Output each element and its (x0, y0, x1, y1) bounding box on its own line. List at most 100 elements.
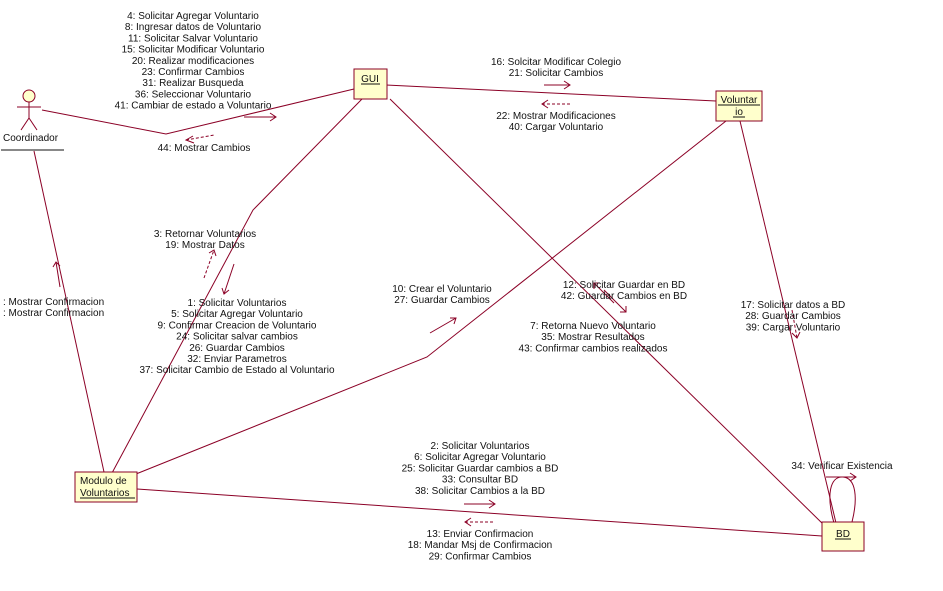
arrowhead-gui-mod-down (221, 287, 230, 295)
message-label: 39: Cargar Voluntario (746, 322, 841, 333)
link-modulo-voluntario (135, 120, 727, 475)
message-label: 8: Ingresar datos de Voluntario (125, 22, 262, 33)
message-label: 36: Seleccionar Voluntario (135, 89, 252, 100)
arrow-gui-bd (603, 289, 627, 313)
message-label: 4: Solicitar Agregar Voluntario (127, 11, 259, 22)
arrow-mod-vol (429, 317, 457, 334)
message-label: 44: Mostrar Cambios (158, 143, 251, 154)
msg-group-bd-self: 34: Verificar Existencia (791, 461, 893, 472)
arrow-gui-mod-down (223, 263, 235, 295)
message-label: 32: Enviar Parametros (187, 354, 287, 365)
message-label: 29: Confirmar Cambios (429, 551, 532, 562)
message-label: 34: Verificar Existencia (791, 461, 893, 472)
modulo-label-line2: Voluntarios (80, 488, 129, 499)
message-label: 10: Crear el Voluntario (392, 284, 492, 295)
message-label: 28: Guardar Cambios (745, 311, 841, 322)
actor-left-leg (20, 117, 30, 131)
actor-head (22, 89, 36, 103)
arrowhead-vol-bd (791, 331, 801, 339)
message-label: 41: Cambiar de estado a Voluntario (115, 101, 272, 112)
arrowhead-gui-coord (184, 135, 195, 144)
message-label: 26: Guardar Cambios (189, 343, 285, 354)
message-label: 5: Solicitar Agregar Voluntario (171, 309, 303, 320)
object-voluntario[interactable]: Voluntar io (715, 90, 763, 122)
voluntario-label-line2: io (735, 107, 743, 118)
arrow-mod-gui-up (203, 249, 215, 279)
message-label: 13: Enviar Confirmacion (427, 529, 534, 540)
message-label: 24: Solicitar salvar cambios (176, 332, 298, 343)
arrowhead-mod-vol (450, 317, 457, 325)
message-label: 37: Solicitar Cambio de Estado al Volunt… (139, 365, 335, 376)
message-label: 21: Solicitar Cambios (509, 68, 603, 79)
actor-coordinador: Coordinador (1, 89, 64, 151)
link-coordinador-modulo (33, 150, 105, 473)
link-coordinador-gui (41, 88, 355, 135)
message-label: 38: Solicitar Cambios a la BD (415, 486, 545, 497)
modulo-label-line1: Modulo de (80, 476, 127, 487)
modulo-box[interactable] (74, 471, 138, 503)
message-label: 27: Guardar Cambios (394, 295, 490, 306)
link-gui-voluntario (385, 84, 717, 102)
arrowhead-coord-gui (269, 112, 277, 122)
arrowhead-mod-gui-up (208, 249, 217, 257)
message-label: 15: Solicitar Modificar Voluntario (122, 45, 265, 56)
message-label: 2: Solicitar Voluntarios (431, 441, 530, 452)
message-label: 23: Confirmar Cambios (142, 67, 245, 78)
actor-label: Coordinador (3, 133, 59, 144)
message-label: 7: Retorna Nuevo Voluntario (530, 321, 656, 332)
message-label: 3: Retornar Voluntarios (154, 229, 256, 240)
message-label: 6: Solicitar Agregar Voluntario (414, 452, 546, 463)
message-label: 19: Mostrar Datos (165, 240, 244, 251)
voluntario-box[interactable] (715, 90, 763, 122)
message-label: 31: Realizar Busqueda (142, 78, 244, 89)
arrowhead-gui-bd (620, 306, 627, 313)
link-gui-modulo (111, 98, 363, 474)
message-label: 16: Solcitar Modificar Colegio (491, 57, 621, 68)
message-label: 9: Confirmar Creacion de Voluntario (158, 320, 317, 331)
arrowhead-bd-self (849, 472, 857, 482)
message-label: : Mostrar Confirmacion (3, 308, 104, 319)
message-arrows (52, 80, 857, 527)
msg-group-mod-coord: : Mostrar Confirmacion: Mostrar Confirma… (3, 297, 104, 319)
message-label: 25: Solicitar Guardar cambios a BD (402, 463, 559, 474)
object-bd[interactable]: BD (821, 521, 865, 552)
message-label: 18: Mandar Msj de Confirmacion (408, 540, 553, 551)
message-label: 20: Realizar modificaciones (132, 56, 254, 67)
message-label: 1: Solicitar Voluntarios (188, 298, 287, 309)
arrowhead-mod-coord (52, 261, 61, 268)
arrowhead-bd-mod (464, 517, 472, 527)
message-label: : Mostrar Confirmacion (3, 297, 104, 308)
message-label: 43: Confirmar cambios realizados (519, 343, 668, 354)
message-label: 40: Cargar Voluntario (509, 122, 604, 133)
message-label: 33: Consultar BD (442, 475, 518, 486)
message-label: 42: Guardar Cambios en BD (561, 291, 687, 302)
object-gui[interactable]: GUI (353, 68, 388, 100)
voluntario-label-line1: Voluntar (721, 95, 758, 106)
actor-right-leg (28, 117, 38, 131)
message-label: 17: Solicitar datos a BD (741, 300, 846, 311)
arrowhead-gui-vol (563, 80, 571, 90)
message-label: 22: Mostrar Modificaciones (496, 111, 616, 122)
bd-box[interactable] (821, 521, 865, 552)
message-label: 12: Solicitar Guardar en BD (563, 280, 685, 291)
bd-label: BD (836, 529, 850, 540)
object-modulo-voluntarios[interactable]: Modulo de Voluntarios (74, 471, 138, 503)
arrowhead-mod-bd (488, 499, 496, 509)
arrow-bd-gui (593, 282, 615, 304)
message-label: 35: Mostrar Resultados (541, 332, 644, 343)
link-bd-self (829, 476, 856, 524)
association-links (33, 84, 856, 537)
